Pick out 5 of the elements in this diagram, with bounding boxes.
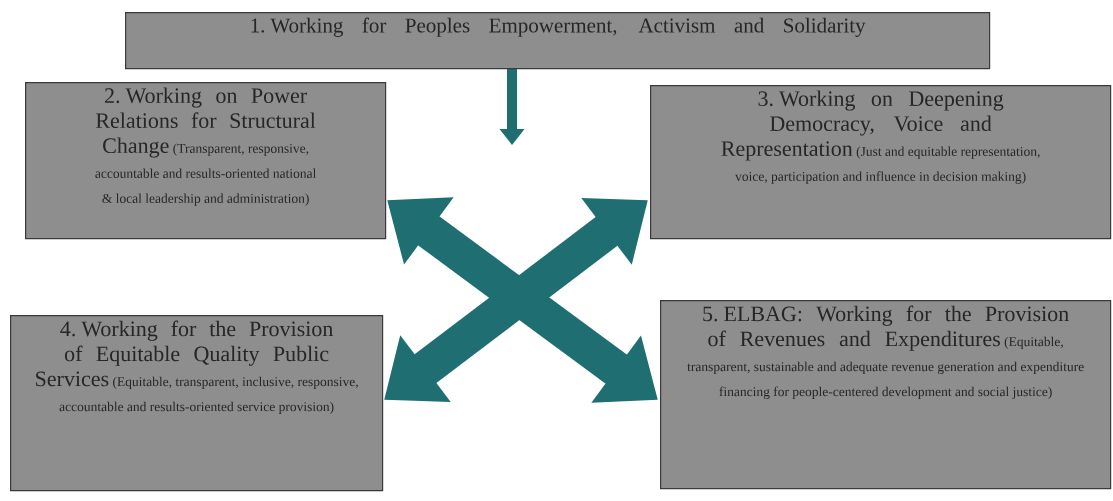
text-box: 3. Working on Deepening Democracy, Voice and Representation (Just and equitable representation, voice, participation and influence in decision making) [650, 85, 1112, 240]
text-box: 1. Working for Peoples Empowerment, Activism and Solidarity [125, 12, 991, 70]
text-box: 5. ELBAG: Working for the Provision of Revenues and Expenditures (Equitable, transparent, sustainable and adequate revenue generation and expenditure financing for people-centered development and social justice) [660, 300, 1112, 490]
text-box: 2. Working on Power Relations for Structural Change (Transparent, responsive, accountable and results-oriented national & local leadership and administration) [25, 82, 387, 240]
text-box: 4. Working for the Provision of Equitable Quality Public Services (Equitable, transparent, inclusive, responsive, accountable and results-oriented service provision) [10, 315, 384, 492]
